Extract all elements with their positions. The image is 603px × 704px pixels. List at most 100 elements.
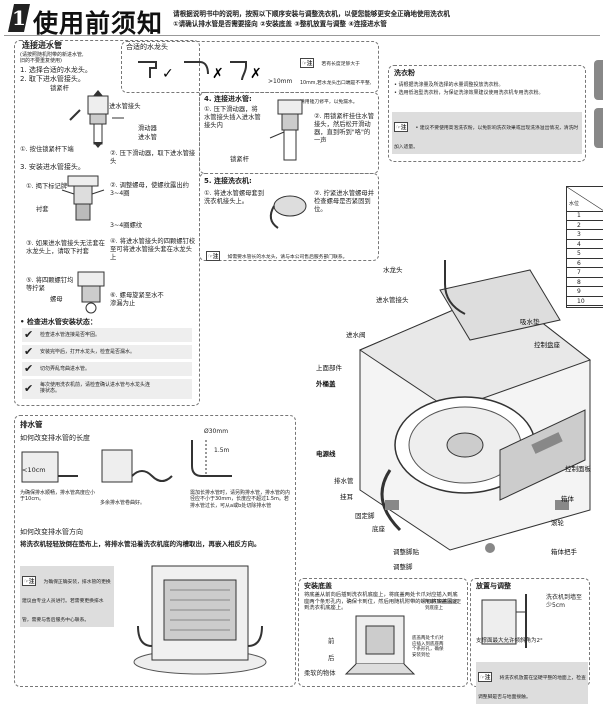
- connect-c3-5: ⑤. 将四颗螺钉均等拧紧: [26, 277, 74, 292]
- nut-label: 螺母: [50, 296, 63, 303]
- step4-lock-rod: 锁紧杆: [230, 156, 249, 163]
- chapter-number-badge: 1: [8, 4, 30, 32]
- drain-len3: 为确保排水顺畅，排水管高度应小于10cm。: [20, 490, 96, 503]
- table-row: 8: [567, 278, 603, 287]
- drain-q1: 如何改变排水管的长度: [20, 434, 90, 442]
- label-drain-pipe: 排水管: [334, 477, 354, 485]
- label-fixing-foot: 固定脚: [355, 512, 375, 520]
- drain-length-illustration: [21, 449, 173, 483]
- step5-section: [199, 173, 379, 261]
- check-item: 每次使用洗衣机前，请检查确认进水管与水龙头连接状态。: [40, 382, 151, 395]
- base-front: 前: [328, 638, 335, 645]
- note-icon: ☞注: [300, 58, 315, 68]
- table-row: 3: [567, 230, 603, 240]
- faucet-adapter-illustration: [61, 175, 105, 221]
- check-row: ✔ 检查进水管连接是否牢固。: [22, 328, 192, 342]
- drain-len1: <10cm: [22, 466, 46, 474]
- detergent-note-text: • 建议不要使用高泡洗衣粉，以免影响洗衣效果或出现洗涤溢出情况，清洗时加入适量。: [394, 126, 579, 150]
- step4-title: 4. 连接进水管:: [204, 95, 252, 103]
- note-icon: ☞注: [394, 122, 409, 132]
- label-control-panel: 控制盘座: [534, 341, 560, 349]
- faucet-title: 合适的水龙头: [126, 43, 168, 51]
- label-suction: 吸水垫: [520, 318, 540, 326]
- table-head: 水位: [569, 201, 580, 207]
- label-adj-sticker: 调整脚贴: [393, 548, 419, 556]
- connect-c3-1: ①. 揭下标记牌: [26, 183, 68, 190]
- page-title: 使用前须知: [33, 9, 164, 38]
- side-tab-upper: [594, 60, 603, 100]
- check-item: 安装完毕后，打开水龙头，检查是否漏水。: [40, 349, 136, 355]
- liner-label: 衬套: [36, 206, 49, 213]
- note-icon: ☞注: [22, 576, 37, 586]
- note-icon: ☞注: [478, 672, 493, 682]
- step5-note-text: 如需要水管长的水龙头，请与本公司售后服务部门联系。: [227, 255, 348, 260]
- base-section: [298, 578, 468, 687]
- connect-note1: (请按照随机附带的新进水管,: [20, 52, 84, 58]
- label-control-board: 控制面板: [565, 465, 591, 473]
- drain-max-h: 1.5m: [214, 447, 230, 454]
- base-illustration: [344, 615, 416, 675]
- connect-title: 连接进水管: [22, 41, 62, 50]
- drain-note-len: 需加长排水管时，请另购排水管，排水管的内径应不小于30mm，长度应不超过1.5m…: [190, 490, 291, 509]
- table-row: 1: [567, 211, 603, 221]
- check-title: • 检查进水管安装状态：: [20, 318, 97, 326]
- check-item: 切勿弄乱弯曲进水管。: [40, 366, 91, 372]
- header-intro: 请根据说明书中的说明，按照以下顺序安装与调整洗衣机，以便您能够更安全正确地使用洗…: [173, 10, 450, 18]
- connect-step1: 1. 选择合适的水龙头。: [20, 66, 92, 74]
- base-back: 后: [328, 655, 335, 662]
- connect-c2: ②. 压下滑动器，取下进水管接头: [110, 150, 196, 165]
- inlet-pipe-label: 进水管: [138, 134, 157, 141]
- drain-q2-desc: 将洗衣机轻轻放倒在垫布上，将排水管沿着洗衣机底的沟槽取出，再嵌入相反方向。: [20, 540, 261, 548]
- drain-dia: Ø30mm: [204, 428, 229, 435]
- connect-step3: 3. 安装进水管接头。: [20, 163, 85, 171]
- faucet-dim: >10mm: [268, 78, 293, 85]
- slider-label: 滑动器: [138, 125, 157, 132]
- connect-c3-3: ③. 如果进水管接头无法套在水龙头上，请取下衬套: [26, 240, 105, 255]
- table-row: 6: [567, 259, 603, 268]
- label-outer-box: 外桶盖: [316, 380, 336, 388]
- svg-text:✗: ✗: [212, 66, 224, 82]
- drain-direction-illustration: [133, 565, 267, 675]
- label-power-cord: 电源线: [316, 450, 336, 458]
- svg-text:✗: ✗: [250, 66, 262, 82]
- table-row: 9: [567, 287, 603, 297]
- connect-c3-2: ②. 调整螺母，使螺纹露出约3~4圈: [110, 182, 189, 197]
- base-desc: 将底盖从前向后插到洗衣机底座上，将底盖两处卡爪对应插入到底座两个条形孔内，确保卡…: [304, 592, 458, 612]
- svg-text:✓: ✓: [162, 66, 174, 82]
- inlet-joint-label: 进水管接头: [109, 103, 141, 110]
- table-row: 10: [567, 297, 603, 306]
- note-icon: ☞注: [206, 251, 221, 261]
- base-screw-label: 用螺钉将底盖固定到底座上: [425, 600, 461, 611]
- step5-c2: ②. 拧紧进水管螺母并检查螺母是否紧固到位。: [314, 190, 375, 213]
- faucet-note: ☞注 若有长度足够大于10mm,若水龙头出口端是不平整,请用锉刀修平，以免漏水。: [300, 50, 374, 107]
- place-wall: 洗衣机到墙至少5cm: [546, 594, 583, 609]
- placement-illustration: [481, 594, 527, 648]
- checkmark-icon: ✔: [24, 382, 34, 395]
- label-hook: 挂耳: [340, 493, 353, 501]
- drain-q2: 如何改变排水管方向: [20, 528, 83, 536]
- header: 1 使用前须知 请根据说明书中的说明，按照以下顺序安装与调整洗衣机，以便您能够更…: [0, 0, 603, 40]
- detergent-title: 洗衣粉: [394, 69, 415, 77]
- check-item: 检查进水管连接是否牢固。: [40, 332, 101, 338]
- step5-note: ☞注 如需要水管长的水龙头，请与本公司售后服务部门联系。: [206, 243, 374, 262]
- drain-extend-illustration: [191, 440, 232, 477]
- header-steps: ①请确认排水管是否需要接向 ②安装底盖 ③整机放置与调整 ④连接进水管: [173, 20, 387, 28]
- check-list: ✔ 检查进水管连接是否牢固。 ✔ 安装完毕后，打开水龙头，检查是否漏水。 ✔ 切…: [22, 328, 194, 402]
- label-handle: 箱体把手: [551, 548, 577, 556]
- place-support: 支撑面最大允许倾斜角为2°: [476, 638, 543, 644]
- connect-note2: 旧的不要重复使用): [20, 58, 62, 64]
- base-claw-label: 底盖两处卡爪对应插入到底座两个条形孔，确保安装到位: [412, 636, 444, 658]
- base-soft: 柔软的物体: [304, 670, 336, 677]
- drain-note2-text: 为确保正确安装，排水管的更换建议由专业人员进行。若需要更换排水管，需要与售后服务…: [22, 580, 111, 623]
- label-inlet-valve: 进水阀: [346, 331, 366, 339]
- connect-c3-4: ④. 将进水管接头的四颗螺钉校至可将进水管接头套在水龙头上: [110, 238, 196, 261]
- faucet-types-illustration: ✓ ✗ ✗: [138, 61, 262, 82]
- step4-c1: ①. 压下滑动器，将水管接头插入进水管接头内: [204, 106, 261, 129]
- table-row: 2: [567, 221, 603, 230]
- table-row: 4: [567, 240, 603, 249]
- drain-len2: 多余排水管卷曲好。: [100, 500, 146, 506]
- step4-illustration: [269, 99, 303, 161]
- label-cabinet: 箱体: [561, 495, 574, 503]
- checkmark-icon: ✔: [24, 362, 34, 375]
